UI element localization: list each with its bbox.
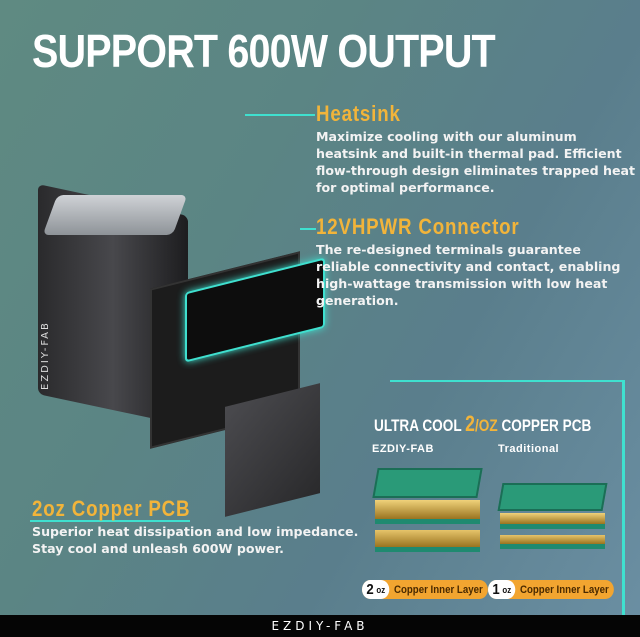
feature-heading-heatsink: Heatsink	[316, 101, 401, 126]
title-num: 2	[465, 411, 475, 436]
footer-brand: EZDIY-FAB	[0, 615, 640, 637]
title-unit: OZ	[478, 416, 498, 435]
page-title: SUPPORT 600W OUTPUT	[32, 25, 496, 77]
badge-unit: oz	[502, 584, 512, 595]
product-illustration: EZDIY-FAB	[30, 180, 330, 517]
connector-line	[300, 228, 316, 230]
badge-num: 1	[492, 581, 500, 598]
title-pre: ULTRA COOL	[374, 416, 462, 435]
feature-heading-connector: 12VHPWR Connector	[316, 214, 520, 239]
comparison-title: ULTRA COOL 2/OZ COPPER PCB	[374, 411, 592, 436]
pcb-stack-1oz	[495, 475, 610, 570]
product-logo: EZDIY-FAB	[40, 321, 51, 390]
badge-unit: oz	[376, 584, 386, 595]
badge-num: 2	[366, 581, 374, 598]
badge-text: Copper Inner Layer	[519, 583, 609, 596]
back-plate	[225, 383, 320, 517]
title-post: COPPER PCB	[501, 416, 592, 435]
feature-heading-pcb: 2oz Copper PCB	[32, 496, 191, 521]
traditional-label: Traditional	[498, 443, 560, 455]
pcb-stack-2oz	[370, 460, 485, 570]
feature-body-pcb: Superior heat dissipation and low impeda…	[32, 524, 359, 556]
frame-line	[622, 380, 625, 615]
connector-line	[245, 114, 315, 116]
feature-body-connector: The re-designed terminals guarantee reli…	[316, 242, 621, 308]
heatsink-top	[42, 195, 188, 235]
ezdiy-label: EZDIY-FAB	[372, 443, 434, 455]
badge-text: Copper Inner Layer	[393, 583, 483, 596]
feature-body-heatsink: Maximize cooling with our aluminum heats…	[316, 129, 636, 195]
frame-line	[390, 380, 624, 382]
connector-line	[30, 520, 190, 522]
